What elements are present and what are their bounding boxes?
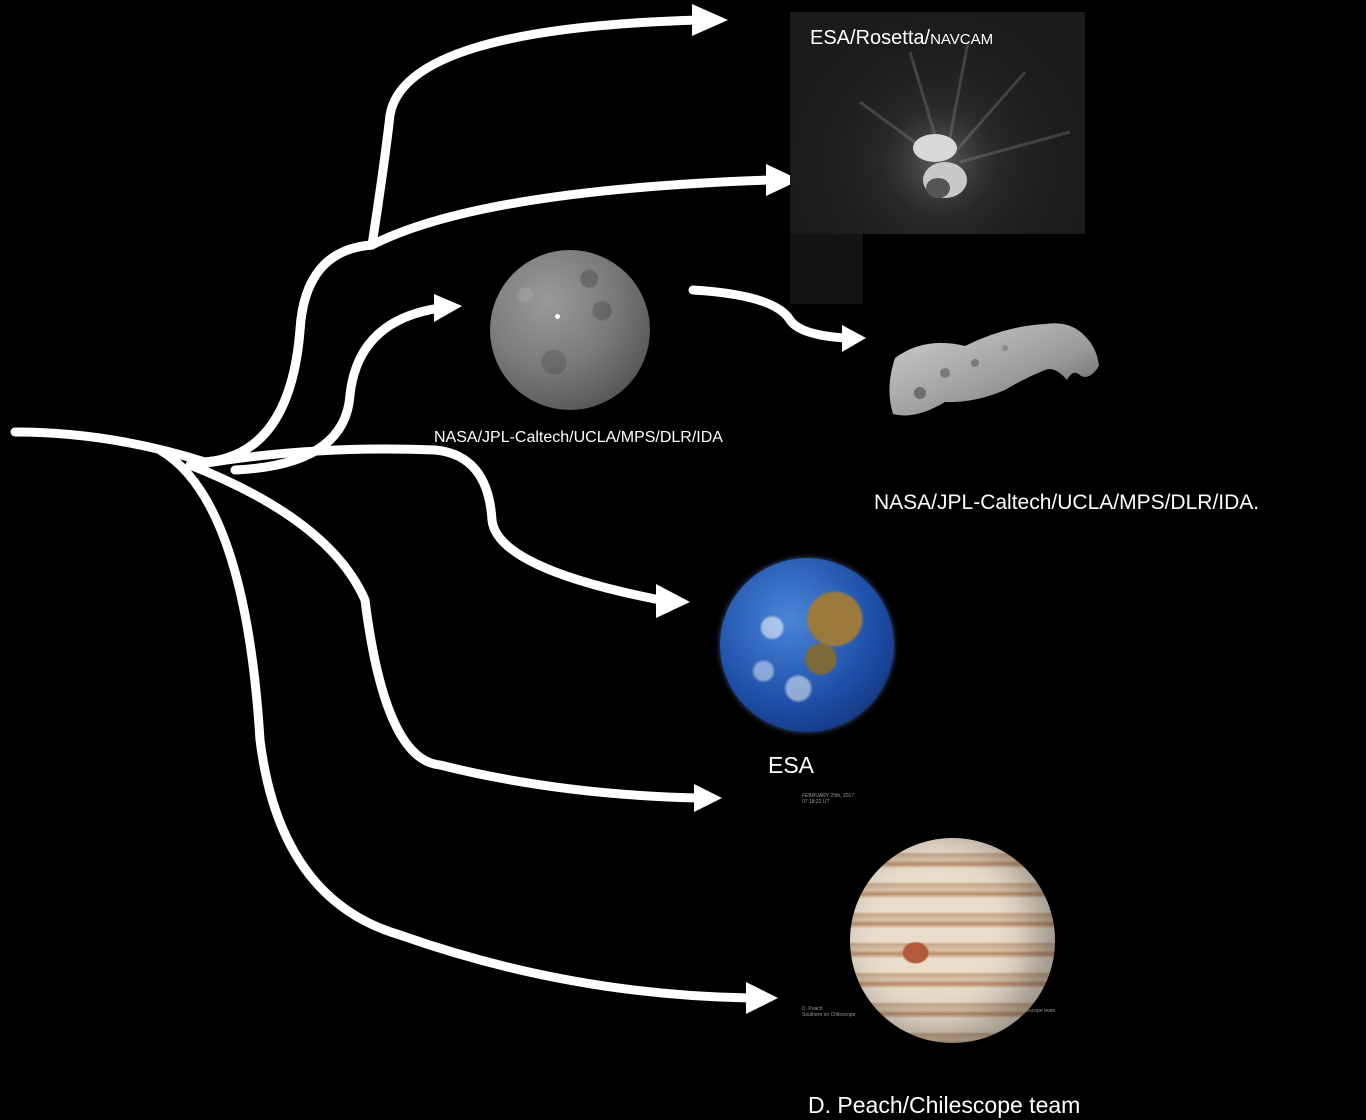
asteroid-image [885, 318, 1105, 423]
jupiter-image [850, 838, 1055, 1043]
jupiter-left-caption: D. Peach Southern on Chilescope [802, 1006, 855, 1018]
branch-to-jupiter [160, 450, 750, 998]
arrowhead-ceres [434, 294, 462, 322]
jupiter-time: 07:18:22 UT [802, 799, 854, 805]
ceres-bright-spot [555, 314, 560, 319]
arrowhead-jupiter [746, 982, 778, 1014]
earth-image [720, 558, 894, 732]
earth-credit: ESA [768, 754, 814, 777]
comet-credit: ESA/Rosetta/NAVCAM [810, 28, 993, 48]
arrowhead-asteroid [842, 325, 866, 352]
arrowhead-earth [656, 584, 690, 618]
ceres-credit: NASA/JPL-Caltech/UCLA/MPS/DLR/IDA [434, 430, 723, 446]
jupiter-credit: D. Peach/Chilescope team [808, 1094, 1080, 1117]
comet-credit-main: ESA/Rosetta/ [810, 27, 930, 49]
comet-image-extension [790, 234, 863, 304]
comet-image: ESA/Rosetta/NAVCAM [790, 12, 1085, 234]
asteroid-credit: NASA/JPL-Caltech/UCLA/MPS/DLR/IDA. [874, 492, 1259, 513]
branch-to-unlabeled [190, 465, 700, 798]
branch-to-comet [205, 180, 770, 462]
jupiter-date-label: FEBRUARY 25th, 2017 07:18:22 UT [802, 793, 854, 805]
branch-to-top [205, 20, 700, 462]
arrowhead-top [692, 4, 728, 36]
ceres-image [490, 250, 650, 410]
arrowhead-unlabeled [694, 784, 722, 812]
jupiter-left-caption-2: Southern on Chilescope [802, 1012, 855, 1018]
comet-credit-sub: NAVCAM [930, 31, 993, 48]
